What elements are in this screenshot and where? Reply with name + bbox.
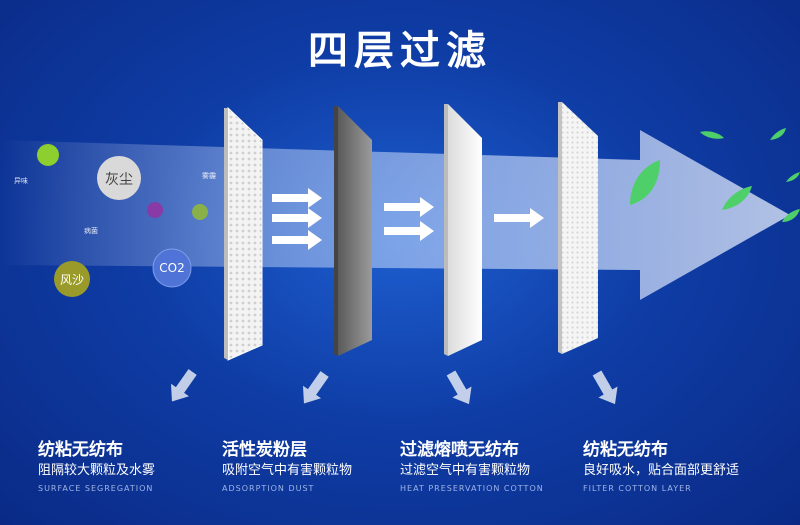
flow-arrow-icon (494, 208, 544, 228)
layer-3-caption: 过滤熔喷无纺布 过滤空气中有害颗粒物 HEAT PRESERVATION COT… (400, 440, 600, 493)
layer-4-panel (558, 102, 598, 354)
pointer-arrow-icon (592, 370, 618, 405)
flow-arrow-icon (272, 230, 322, 250)
leaf-icon (786, 172, 800, 182)
layer-name: 活性炭粉层 (222, 440, 307, 460)
pointer-arrow-icon (446, 370, 472, 405)
layer-1-caption: 纺粘无纺布 阻隔较大颗粒及水雾 SURFACE SEGREGATION (38, 440, 238, 493)
leaves (630, 128, 800, 222)
tiny-label: 雾霾 (202, 172, 216, 180)
co2-particle (152, 248, 192, 288)
layer-name: 过滤熔喷无纺布 (400, 440, 519, 460)
flow-arrow-icon (384, 221, 434, 241)
sand-label: 风沙 (59, 273, 84, 287)
olive-particle (192, 204, 208, 220)
layer-english-name: SURFACE SEGREGATION (38, 484, 154, 493)
page-title: 四层过滤 (308, 28, 492, 74)
flow-arrow-icon (272, 208, 322, 228)
layer-3-panel (444, 104, 482, 356)
purple-particle (147, 202, 163, 218)
layer-description: 阻隔较大颗粒及水雾 (38, 463, 156, 478)
layer-2-panel (334, 106, 372, 356)
tiny-label: 异味 (14, 177, 28, 185)
dust-label: 灰尘 (105, 172, 133, 188)
co2-label: CO2 (159, 261, 185, 275)
pointer-arrow-icon (302, 371, 329, 404)
sand-particle (54, 261, 90, 297)
green-particle (37, 144, 59, 166)
layer-1-panel (224, 106, 263, 361)
layer-english-name: ADSORPTION DUST (222, 484, 315, 493)
layer-4-caption: 纺粘无纺布 良好吸水，贴合面部更舒适 FILTER COTTON LAYER (583, 440, 793, 493)
leaf-icon (770, 128, 786, 140)
layer-description: 吸附空气中有害颗粒物 (222, 463, 353, 478)
flow-arrow-icon (384, 197, 434, 217)
layer-pointer-arrows (170, 369, 618, 405)
layer-name: 纺粘无纺布 (38, 440, 123, 460)
airflow-beam (0, 130, 790, 300)
pointer-arrow-icon (170, 369, 197, 402)
leaf-icon (700, 131, 724, 139)
layer-2-caption: 活性炭粉层 吸附空气中有害颗粒物 ADSORPTION DUST (222, 440, 422, 493)
leaf-icon (782, 209, 800, 222)
leaf-icon (630, 160, 660, 205)
layer-description: 良好吸水，贴合面部更舒适 (583, 463, 740, 478)
leaf-icon (722, 186, 752, 210)
layer-description: 过滤空气中有害颗粒物 (400, 463, 531, 478)
flow-arrow-icon (272, 188, 322, 208)
layer-name: 纺粘无纺布 (583, 440, 668, 460)
tiny-label: 病菌 (84, 227, 98, 235)
flow-arrows (272, 188, 544, 250)
dust-particle (97, 156, 141, 200)
layer-english-name: HEAT PRESERVATION COTTON (400, 484, 544, 493)
layer-english-name: FILTER COTTON LAYER (583, 484, 692, 493)
